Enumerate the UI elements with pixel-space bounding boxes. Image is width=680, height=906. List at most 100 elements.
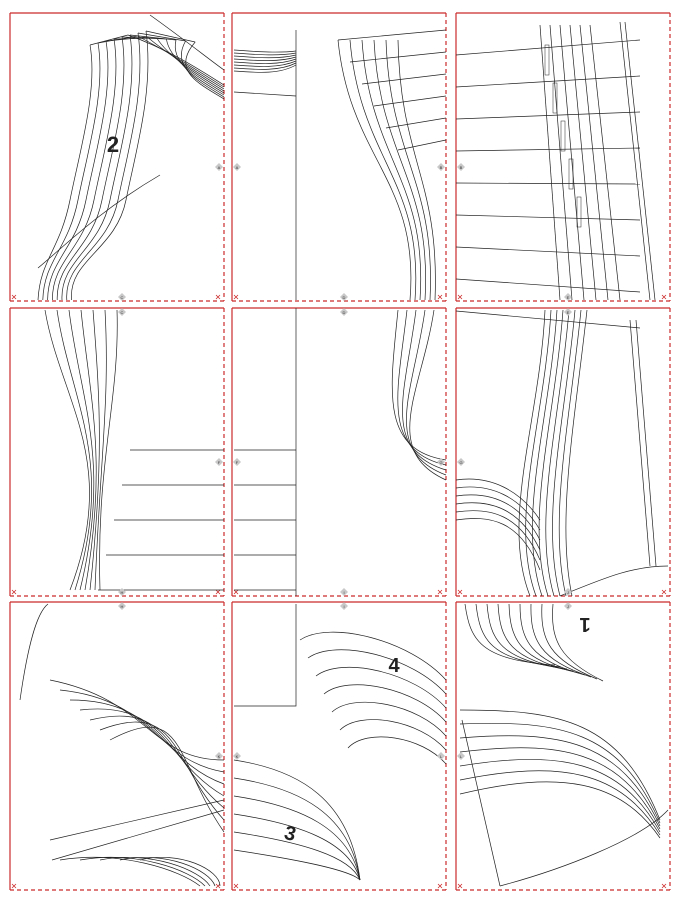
pattern-lines-layer — [19, 14, 669, 887]
corner-mark — [661, 589, 667, 595]
piece-number-3: 3 — [282, 822, 298, 846]
side-curve — [385, 39, 431, 301]
horizontal-guide — [373, 95, 447, 107]
corner-mark — [661, 294, 667, 300]
tile-9 — [455, 601, 671, 891]
neck-line — [233, 49, 297, 53]
piece-4-arc — [315, 666, 447, 709]
align-mark-bottom-letter: C — [121, 295, 124, 300]
corner-mark — [11, 883, 17, 889]
align-mark-bottom-letter: I — [343, 590, 344, 595]
horizontal-guide — [361, 73, 447, 85]
piece-2-top — [97, 35, 138, 44]
piece-1-line — [541, 603, 598, 680]
corner-mark — [437, 883, 443, 889]
side-curve — [552, 309, 576, 597]
grid-guide — [455, 246, 641, 257]
align-mark-right-letter: A — [218, 165, 221, 170]
align-mark-left-letter: F — [236, 460, 239, 465]
piece-number-4: 4 — [388, 655, 400, 677]
side-curve — [518, 309, 546, 597]
align-mark-left: F — [233, 458, 241, 466]
align-mark-top-letter: H — [121, 604, 124, 609]
piece-3-arc — [233, 831, 361, 881]
align-mark-left: G — [457, 458, 465, 466]
piece-1-curve — [459, 770, 661, 836]
neck-line — [233, 91, 297, 97]
corner-mark — [215, 294, 221, 300]
corner-mark — [215, 883, 221, 889]
align-mark-left: B — [457, 163, 465, 171]
align-mark-left-letter: A — [236, 165, 239, 170]
piece-edge — [49, 799, 225, 841]
long-curve — [579, 24, 609, 301]
size-tag — [576, 196, 582, 228]
piece-3-arc — [233, 849, 361, 881]
long-edge — [629, 319, 651, 567]
align-mark-left-letter: G — [459, 460, 462, 465]
piece-2-shoulder — [137, 35, 225, 88]
tile-1 — [9, 12, 225, 302]
long-curve — [589, 24, 621, 301]
align-mark-top-letter: D — [343, 310, 346, 315]
size-tag — [568, 158, 574, 190]
align-mark-top-letter: E — [567, 310, 570, 315]
piece-1-line — [486, 603, 568, 670]
piece-1-curve — [459, 759, 661, 833]
tile-6 — [455, 307, 671, 597]
piece-1-curve — [459, 735, 661, 827]
piece-2-shoulder — [146, 36, 225, 90]
dart-curve — [455, 502, 541, 551]
size-tag — [544, 44, 550, 76]
side-curve — [80, 309, 97, 591]
neck-line — [233, 52, 297, 56]
corner-mark — [233, 883, 239, 889]
align-mark-left: A — [233, 163, 241, 171]
piece-2-curve — [66, 32, 141, 301]
side-curve — [337, 39, 412, 301]
piece-1-line — [530, 603, 592, 678]
align-mark-right: L — [437, 752, 445, 760]
piece-2-curve — [61, 34, 133, 301]
piece-2-curve — [42, 42, 101, 301]
long-edge — [624, 21, 656, 301]
horizontal-guide — [349, 51, 447, 63]
piece-curve — [119, 856, 216, 887]
corner-mark — [457, 589, 463, 595]
align-mark-right: G — [437, 458, 445, 466]
align-mark-right: K — [215, 752, 223, 760]
piece-curve — [139, 856, 221, 887]
align-mark-right-letter: B — [440, 165, 443, 170]
side-curve — [409, 309, 447, 481]
piece-1-curve — [459, 709, 661, 821]
align-mark-bottom: H — [118, 588, 126, 596]
corner-mark — [661, 883, 667, 889]
corner-mark — [11, 294, 17, 300]
piece-2-top — [145, 30, 196, 43]
align-mark-top: D — [340, 308, 348, 316]
side-curve — [361, 39, 422, 301]
dart-curve — [455, 494, 541, 541]
align-mark-bottom: E — [564, 293, 572, 301]
align-mark-top: C — [118, 308, 126, 316]
align-mark-right-letter: F — [218, 460, 221, 465]
piece-number-2: 2 — [107, 132, 119, 157]
piece-1-curve — [459, 722, 661, 824]
piece-curve — [79, 708, 225, 797]
corner-mark — [437, 589, 443, 595]
align-mark-top-letter: J — [567, 604, 569, 609]
piece-curve — [79, 856, 206, 887]
piece-4-arc — [299, 631, 447, 681]
size-tag — [552, 82, 558, 114]
align-mark-right-letter: K — [218, 754, 221, 759]
piece-2-shoulder — [127, 34, 225, 86]
align-mark-left: L — [457, 752, 465, 760]
piece-curve — [59, 689, 225, 773]
align-mark-top-letter: C — [121, 310, 124, 315]
side-curve — [99, 309, 118, 591]
grid-guide — [455, 147, 641, 152]
piece-1-edge — [461, 719, 501, 887]
piece-edge — [51, 809, 225, 861]
piece-4-arc — [331, 701, 447, 737]
